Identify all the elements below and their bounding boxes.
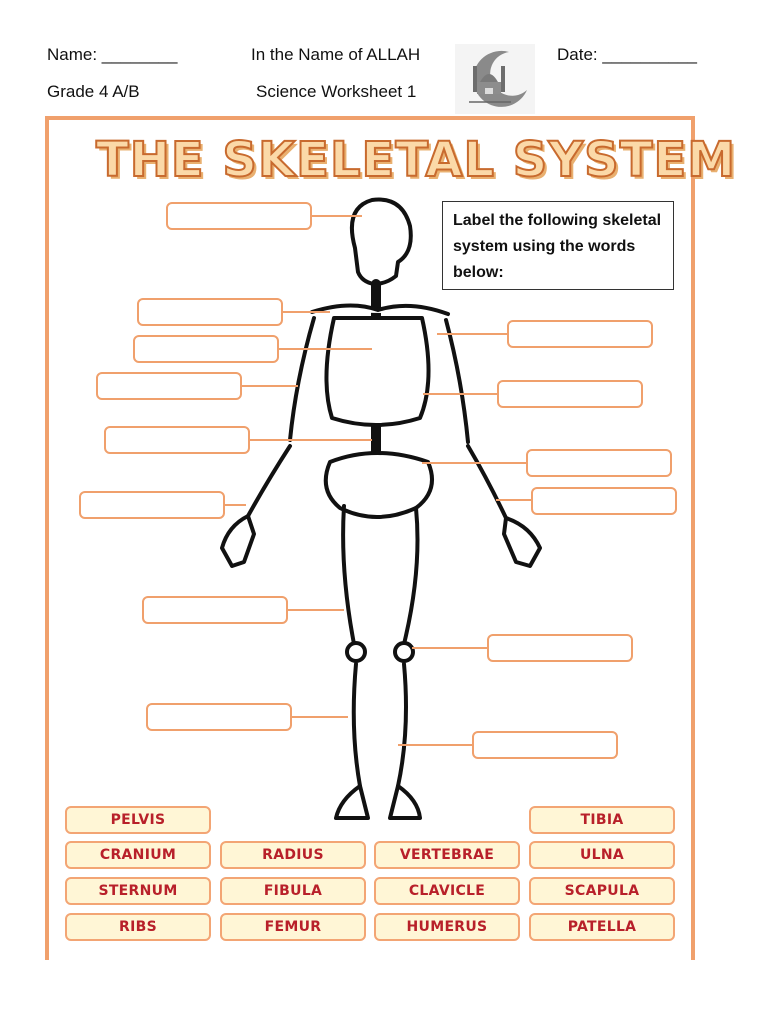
label-box[interactable] bbox=[531, 487, 677, 515]
label-box[interactable] bbox=[487, 634, 633, 662]
word-bank-item[interactable]: HUMERUS bbox=[374, 913, 520, 941]
right-humerus-shape bbox=[444, 318, 470, 444]
right-forearm-shape bbox=[466, 444, 508, 520]
left-hand-shape bbox=[220, 514, 256, 568]
worksheet-label: Science Worksheet 1 bbox=[256, 82, 417, 101]
label-box[interactable] bbox=[104, 426, 250, 454]
label-box[interactable] bbox=[142, 596, 288, 624]
right-knee-shape bbox=[393, 641, 415, 663]
left-humerus-shape bbox=[288, 316, 316, 442]
right-lower-leg-shape bbox=[396, 662, 408, 788]
date-field[interactable]: Date: __________ bbox=[557, 45, 697, 64]
grade-label: Grade 4 A/B bbox=[47, 82, 140, 101]
word-bank-item[interactable]: CRANIUM bbox=[65, 841, 211, 869]
left-foot-shape bbox=[334, 784, 370, 820]
skull-shape bbox=[350, 197, 413, 286]
worksheet-title: THE SKELETAL SYSTEM bbox=[95, 131, 736, 189]
word-bank-item[interactable]: TIBIA bbox=[529, 806, 675, 834]
word-bank-item[interactable]: PATELLA bbox=[529, 913, 675, 941]
label-box[interactable] bbox=[79, 491, 225, 519]
name-field[interactable]: Name: ________ bbox=[47, 45, 178, 64]
right-foot-shape bbox=[388, 784, 422, 820]
label-box[interactable] bbox=[137, 298, 283, 326]
left-lower-leg-shape bbox=[351, 662, 362, 788]
word-bank-item[interactable]: VERTEBRAE bbox=[374, 841, 520, 869]
word-bank-item[interactable]: CLAVICLE bbox=[374, 877, 520, 905]
word-bank-item[interactable]: FEMUR bbox=[220, 913, 366, 941]
left-knee-shape bbox=[345, 641, 367, 663]
label-box[interactable] bbox=[166, 202, 312, 230]
label-box[interactable] bbox=[133, 335, 279, 363]
left-femur-shape bbox=[341, 504, 356, 646]
right-hand-shape bbox=[502, 516, 542, 568]
header-title: In the Name of ALLAH bbox=[251, 45, 421, 64]
right-femur-shape bbox=[402, 506, 420, 646]
ribcage-shape bbox=[324, 316, 431, 427]
clavicle-shape bbox=[310, 303, 450, 316]
left-forearm-shape bbox=[246, 444, 292, 518]
word-bank-item[interactable]: PELVIS bbox=[65, 806, 211, 834]
label-box[interactable] bbox=[146, 703, 292, 731]
word-bank-item[interactable]: RIBS bbox=[65, 913, 211, 941]
word-bank-item[interactable]: FIBULA bbox=[220, 877, 366, 905]
word-bank-item[interactable]: ULNA bbox=[529, 841, 675, 869]
label-box[interactable] bbox=[526, 449, 672, 477]
label-box[interactable] bbox=[507, 320, 653, 348]
mosque-crescent-logo-icon bbox=[455, 44, 535, 114]
word-bank-item[interactable]: STERNUM bbox=[65, 877, 211, 905]
word-bank-item[interactable]: RADIUS bbox=[220, 841, 366, 869]
instructions-box: Label the following skeletal system usin… bbox=[442, 201, 674, 290]
word-bank-item[interactable]: SCAPULA bbox=[529, 877, 675, 905]
label-box[interactable] bbox=[497, 380, 643, 408]
label-box[interactable] bbox=[96, 372, 242, 400]
label-box[interactable] bbox=[472, 731, 618, 759]
